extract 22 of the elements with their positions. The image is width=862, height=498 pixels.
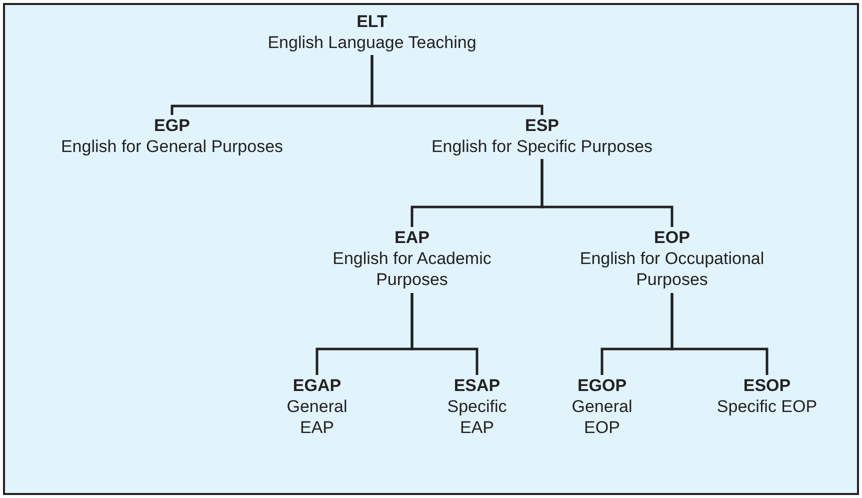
node-description: English for Specific Purposes xyxy=(430,136,654,157)
connector-line xyxy=(370,55,544,115)
connector-line xyxy=(670,293,768,375)
node-abbreviation: EGOP xyxy=(576,375,628,396)
node-description: General EAP xyxy=(286,396,348,438)
node-abbreviation: EOP xyxy=(653,227,691,248)
node-abbreviation: EGAP xyxy=(292,375,342,396)
node-description: Specific EOP xyxy=(716,396,818,417)
node-description: Specific EAP xyxy=(446,396,508,438)
connector-line xyxy=(540,159,674,227)
node-description: General EOP xyxy=(570,396,634,438)
node-abbreviation: ELT xyxy=(356,11,388,32)
node-description: English Language Teaching xyxy=(266,32,478,53)
node-abbreviation: ESAP xyxy=(452,375,502,396)
node-abbreviation: ESOP xyxy=(742,375,792,396)
node-abbreviation: EAP xyxy=(394,227,430,248)
connector-line xyxy=(410,293,478,375)
node-description: English for Academic Purposes xyxy=(332,248,492,290)
node-abbreviation: ESP xyxy=(524,115,560,136)
node-abbreviation: EGP xyxy=(153,115,191,136)
node-description: English for General Purposes xyxy=(60,136,284,157)
node-description: English for Occupational Purposes xyxy=(578,248,766,290)
